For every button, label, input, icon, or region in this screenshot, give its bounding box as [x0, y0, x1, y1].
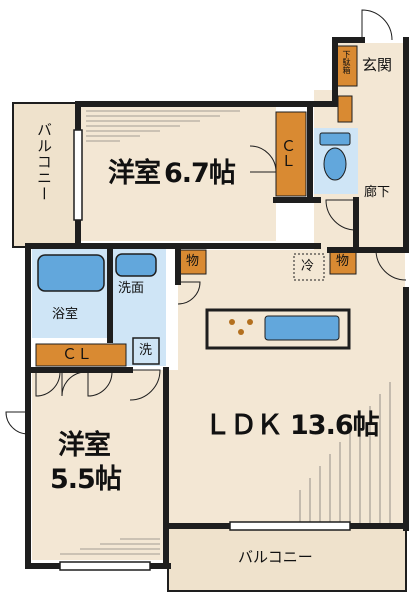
bathtub — [37, 254, 105, 292]
entrance-label: 玄関 — [362, 56, 393, 74]
stove-burner — [238, 329, 244, 335]
shoe-box-label: 下駄箱 — [342, 50, 351, 74]
kitchen-sink — [264, 315, 340, 341]
fridge-space — [293, 253, 325, 281]
ldk-name: ＬＤＫ — [204, 410, 283, 441]
western-room-2-size: 5.5帖 — [50, 464, 122, 495]
door-swings — [5, 9, 407, 435]
corridor-label: 廊下 — [364, 185, 391, 200]
toilet-bowl — [323, 147, 347, 181]
hatching-room-1 — [86, 110, 240, 142]
balcony-bottom-label: バルコニー — [238, 548, 313, 566]
balcony-side-label: バルコニー — [35, 122, 53, 202]
closet-lower-label: ＣＬ — [62, 345, 93, 363]
washroom-label: 洗面 — [118, 281, 145, 296]
windows — [59, 129, 351, 571]
western-room-2-floor — [32, 370, 164, 560]
corridor-shelf — [337, 95, 353, 123]
balcony-side-area — [12, 102, 78, 248]
ldk-floor — [165, 250, 405, 524]
western-room-1-floor — [80, 107, 276, 241]
ldk-size: 13.6帖 — [290, 410, 380, 441]
stove-burner — [229, 319, 235, 325]
washer-box — [132, 337, 160, 365]
storage-1 — [179, 249, 207, 275]
storage-1-label: 物 — [186, 254, 200, 269]
balcony-bottom-area — [167, 527, 407, 592]
wash-basin — [115, 253, 157, 277]
stove-burner — [247, 319, 253, 325]
closet-upper-label: ＣＬ — [279, 138, 297, 168]
washer-label: 洗 — [139, 343, 153, 358]
closet-lower — [35, 343, 127, 367]
toilet-tank — [319, 132, 351, 146]
walls — [25, 37, 409, 569]
closet-upper — [275, 111, 307, 197]
bath-label: 浴室 — [52, 307, 79, 322]
western-room-2-name: 洋室 — [58, 430, 111, 461]
storage-2-label: 物 — [336, 254, 350, 269]
fridge-label: 冷 — [301, 259, 315, 274]
hatching-ldk — [299, 382, 391, 524]
hatching-room-2 — [60, 538, 160, 555]
western-room-1-name: 洋室 — [108, 158, 161, 189]
western-room-1-size: 6.7帖 — [164, 158, 236, 189]
